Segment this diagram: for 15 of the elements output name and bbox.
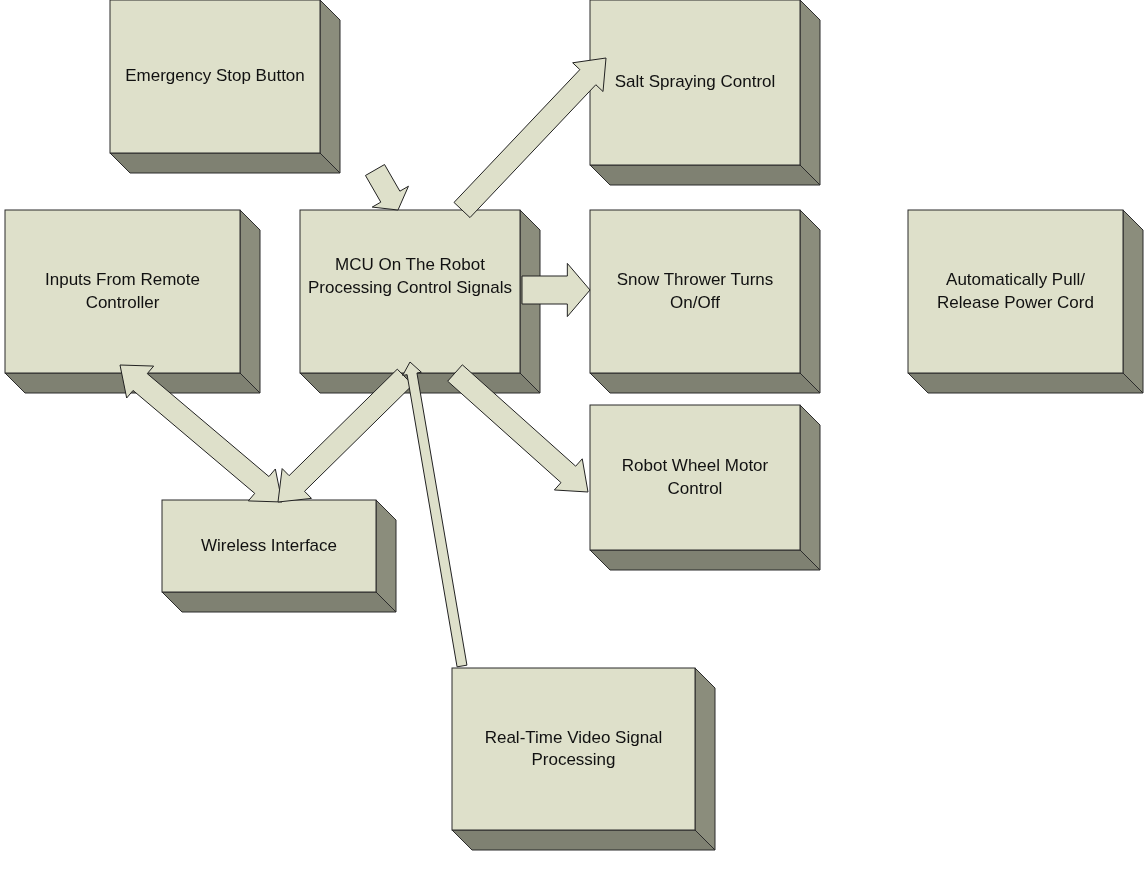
box-label: Snow Thrower Turns On/Off [615,269,775,314]
box-label: MCU On The Robot Processing Control Signals [306,254,514,299]
block-arrow [453,57,607,219]
block-arrow [119,364,283,503]
block-arrow [447,364,589,493]
box-label: Emergency Stop Button [125,65,305,88]
box-label: Automatically Pull/ Release Power Cord [936,269,1095,314]
box-label: Real-Time Video Signal Processing [483,726,664,771]
block-arrow [364,164,409,211]
box-label: Robot Wheel Motor Control [620,455,770,500]
block-arrow [402,361,468,668]
block-arrow [521,262,591,318]
box-label: Salt Spraying Control [614,71,776,94]
box-label: Wireless Interface [200,534,337,557]
box-label: Inputs From Remote Controller [44,269,201,314]
